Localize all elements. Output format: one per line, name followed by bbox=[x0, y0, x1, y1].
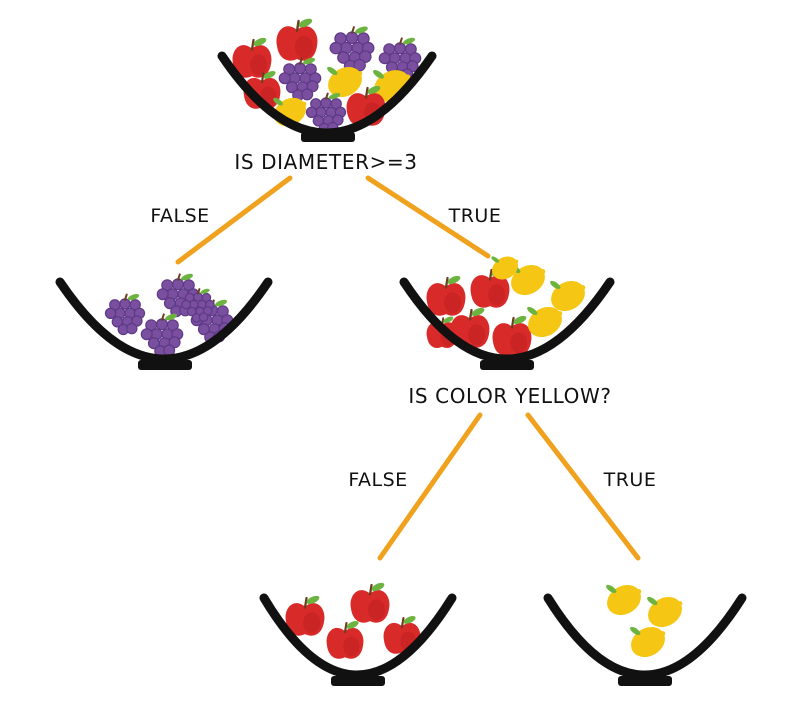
bowl-root-base bbox=[301, 132, 355, 142]
root-false-label: FALSE bbox=[150, 205, 209, 227]
bowl-right-body bbox=[399, 277, 615, 364]
apple-icon bbox=[426, 275, 466, 316]
lemon-icon bbox=[491, 256, 519, 280]
grape-icon bbox=[140, 313, 184, 358]
lemon-icon bbox=[647, 596, 683, 628]
grape-icon bbox=[104, 293, 146, 336]
edge-root-false bbox=[175, 175, 293, 265]
apple-icon bbox=[326, 621, 364, 659]
edge-root-true bbox=[365, 175, 491, 259]
bowl-bottom-right-fruit bbox=[606, 584, 683, 658]
lemon-icon bbox=[327, 66, 363, 98]
bowl-right-base bbox=[480, 360, 534, 370]
lemon-icon bbox=[630, 626, 666, 658]
right-question: IS COLOR YELLOW? bbox=[408, 384, 611, 408]
bowl-right bbox=[399, 256, 615, 370]
bowl-bottom-left-base bbox=[331, 676, 385, 686]
edge-right-false bbox=[377, 412, 483, 561]
root-true-label: TRUE bbox=[448, 205, 502, 227]
bowl-root-fruit bbox=[232, 18, 422, 135]
root-question: IS DIAMETER>=3 bbox=[234, 150, 417, 174]
bowl-left-fruit bbox=[104, 273, 234, 358]
apple-icon bbox=[492, 315, 532, 356]
bowl-bottom-right-body bbox=[543, 593, 747, 680]
apple-icon bbox=[276, 18, 318, 61]
bowl-left-base bbox=[138, 360, 192, 370]
bowl-left-body bbox=[55, 277, 273, 364]
bowl-bottom-left bbox=[259, 582, 457, 686]
bowl-right-fruit bbox=[426, 256, 586, 356]
right-false-label: FALSE bbox=[348, 469, 407, 491]
lemon-icon bbox=[550, 280, 586, 312]
grape-icon bbox=[278, 57, 322, 102]
bowl-root bbox=[217, 18, 437, 142]
apple-icon bbox=[350, 582, 390, 623]
lemon-icon bbox=[606, 584, 642, 616]
edge-right-true bbox=[525, 412, 641, 561]
apple-icon bbox=[232, 37, 272, 78]
lemon-icon bbox=[527, 306, 563, 338]
grape-icon bbox=[329, 26, 375, 73]
bowl-bottom-right bbox=[543, 584, 747, 686]
grape-icon bbox=[305, 92, 347, 135]
right-true-label: TRUE bbox=[603, 469, 657, 491]
bowl-bottom-left-body bbox=[259, 593, 457, 680]
bowl-bottom-right-base bbox=[618, 676, 672, 686]
bowl-left bbox=[55, 273, 273, 370]
apple-icon bbox=[285, 595, 325, 636]
grape-icon bbox=[181, 288, 215, 323]
